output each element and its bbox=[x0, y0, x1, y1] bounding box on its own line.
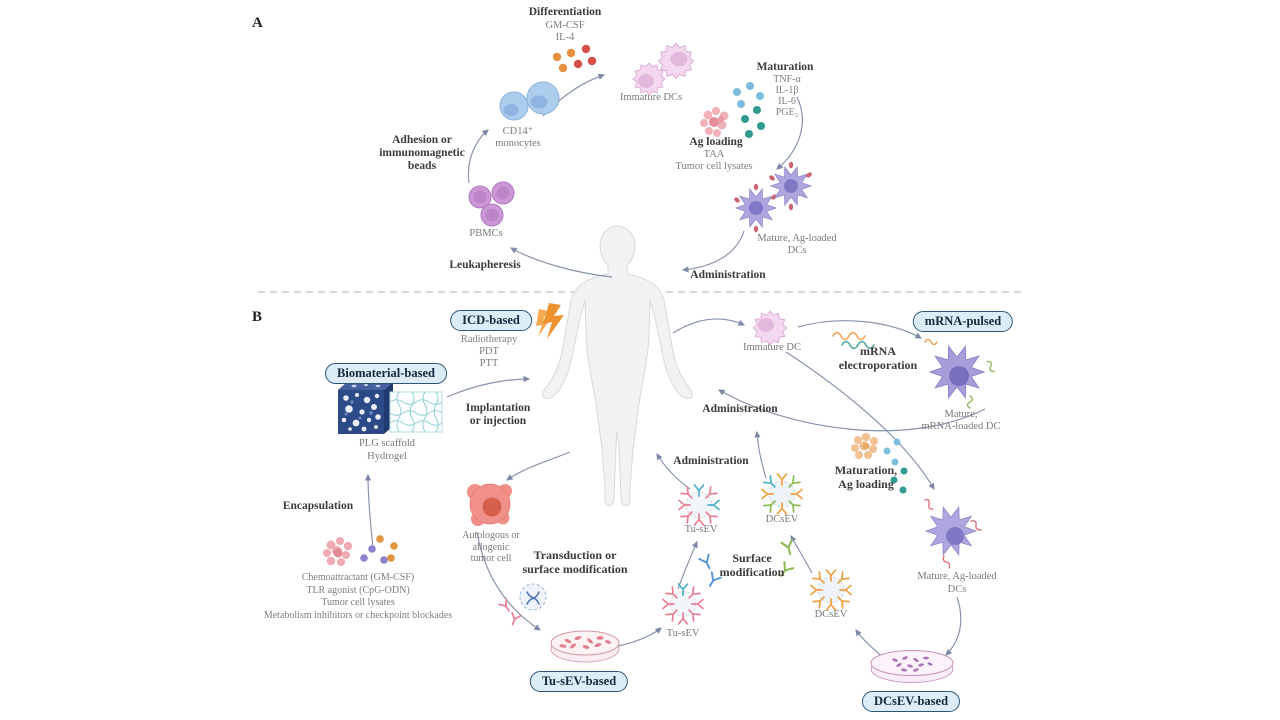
mature-ag-dcs-label-b: Mature, Ag-loaded DCs bbox=[917, 571, 997, 595]
encapsulation-mixture bbox=[323, 535, 398, 566]
dcsev-lower-label: DCsEV bbox=[814, 609, 848, 620]
dcsev-upper-label: DCsEV bbox=[765, 514, 799, 525]
immature-dc-cell-b bbox=[752, 310, 788, 346]
arrow-tusev-surface-mod bbox=[677, 540, 698, 590]
administration-label-center: Administration bbox=[702, 403, 778, 415]
plasmid-icon bbox=[519, 583, 547, 611]
human-body-silhouette bbox=[542, 225, 693, 507]
arrow-immature-to-mature-dcs bbox=[776, 96, 803, 170]
encapsulation-components: Chemoattractant (GM-CSF) TLR agonist (Cp… bbox=[263, 572, 453, 621]
adhesion-label: Adhesion or immunomagnetic beads bbox=[379, 134, 465, 172]
antigen-cluster bbox=[700, 107, 729, 137]
pbmc-cells bbox=[468, 181, 515, 227]
surface-modification-label: Surface modification bbox=[719, 551, 785, 579]
maturation-title: Maturation bbox=[756, 61, 814, 73]
dcsev-vesicle-upper bbox=[761, 473, 803, 515]
arrow-immature-dc-maturation bbox=[785, 351, 935, 491]
arrow-dish-to-dcsev bbox=[855, 629, 885, 659]
dcsev-based-badge: DCsEV-based bbox=[861, 691, 961, 712]
biomaterial-types: PLG scaffold Hydrogel bbox=[358, 438, 416, 462]
arrow-tumor-cell-to-dish bbox=[476, 531, 541, 631]
icd-methods: Radiotherapy PDT PTT bbox=[460, 334, 518, 369]
dcsev-vesicle-lower bbox=[810, 569, 852, 611]
maturation-ag-loading-label: Maturation, Ag loading bbox=[834, 463, 898, 491]
antibody-icons-blue bbox=[698, 553, 722, 590]
arrow-dcsev-administration bbox=[754, 430, 767, 479]
transduction-label: Transduction or surface modification bbox=[522, 548, 628, 576]
dcsev-petri-dish bbox=[870, 650, 954, 683]
lightning-icon bbox=[536, 303, 564, 339]
maturation-ag-loading-particles bbox=[851, 432, 908, 494]
arrow-mature-dc-to-dish bbox=[945, 596, 962, 656]
arrow-administration-a bbox=[681, 230, 745, 273]
arrow-biomaterial-to-body bbox=[446, 375, 531, 398]
arrow-body-to-immature-dc bbox=[672, 318, 746, 334]
tumor-cell bbox=[467, 483, 512, 526]
mrna-strand-icons bbox=[832, 331, 875, 350]
differentiation-cytokines: GM-CSF IL-4 bbox=[545, 20, 585, 43]
administration-label-a: Administration bbox=[690, 269, 766, 281]
ag-loading-sources: TAA Tumor cell lysates bbox=[675, 149, 753, 172]
tusev-petri-dish bbox=[550, 630, 620, 663]
tusev-lower-label: Tu-sEV bbox=[666, 628, 700, 639]
plg-scaffold-image bbox=[338, 382, 393, 434]
mature-dc-cells-a bbox=[734, 161, 812, 233]
mrna-pulsed-badge: mRNA-pulsed bbox=[912, 311, 1014, 332]
arrow-pbmcs-to-monocytes bbox=[467, 129, 489, 184]
arrow-encapsulation bbox=[364, 473, 374, 548]
mature-dcs-label: Mature, Ag-loaded DCs bbox=[757, 233, 837, 256]
arrow-body-to-tumor-cell bbox=[506, 451, 571, 481]
leukapheresis-label: Leukapheresis bbox=[449, 259, 521, 271]
differentiation-cytokine-dots bbox=[552, 44, 597, 73]
arrow-dcsev-surface-mod bbox=[790, 534, 813, 574]
implantation-label: Implantation or injection bbox=[465, 402, 531, 427]
tusev-vesicle-upper bbox=[678, 484, 720, 526]
arrow-dish-to-tusev bbox=[617, 627, 662, 647]
maturation-cytokine-dots bbox=[733, 82, 765, 138]
mature-ag-dc-cell-b bbox=[924, 498, 982, 569]
tusev-vesicle-lower bbox=[662, 583, 704, 625]
arrow-leukapheresis bbox=[509, 247, 613, 278]
biomaterial-based-badge: Biomaterial-based bbox=[325, 363, 447, 384]
arrow-tusev-administration bbox=[656, 452, 691, 490]
hydrogel-image bbox=[389, 391, 443, 433]
mature-mrna-dc-label: Mature, mRNA-loaded DC bbox=[921, 409, 1001, 432]
panel-a-label: A bbox=[252, 15, 263, 31]
cd14-monocyte-cells bbox=[499, 81, 560, 121]
tusev-upper-label: Tu-sEV bbox=[684, 524, 718, 535]
tumor-cell-label: Autologous or allogenic tumor cell bbox=[462, 530, 520, 564]
pbmcs-label: PBMCs bbox=[469, 228, 503, 239]
arrow-mrna-electroporation bbox=[797, 320, 923, 339]
cd14-monocytes-label: CD14⁺ monocytes bbox=[495, 126, 541, 149]
immature-dcs-label: Immature DCs bbox=[619, 92, 683, 103]
immature-dc-cells-a bbox=[632, 42, 695, 96]
icd-based-badge: ICD-based bbox=[450, 310, 532, 331]
mature-mrna-dc-cell bbox=[924, 338, 995, 409]
ag-loading-title: Ag loading bbox=[689, 136, 743, 148]
differentiation-title: Differentiation bbox=[528, 6, 602, 18]
immature-dc-label-b: Immature DC bbox=[742, 342, 802, 353]
panel-b-label: B bbox=[252, 309, 263, 325]
mrna-electroporation-label: mRNA electroporation bbox=[838, 344, 918, 372]
arrow-mrna-dc-administration bbox=[717, 389, 986, 432]
maturation-cytokines: TNF-α IL-1β IL-6 PGE₂ bbox=[773, 74, 801, 118]
tusev-based-badge: Tu-sEV-based bbox=[529, 671, 629, 692]
encapsulation-label: Encapsulation bbox=[282, 500, 354, 512]
administration-label-left: Administration bbox=[673, 455, 749, 467]
